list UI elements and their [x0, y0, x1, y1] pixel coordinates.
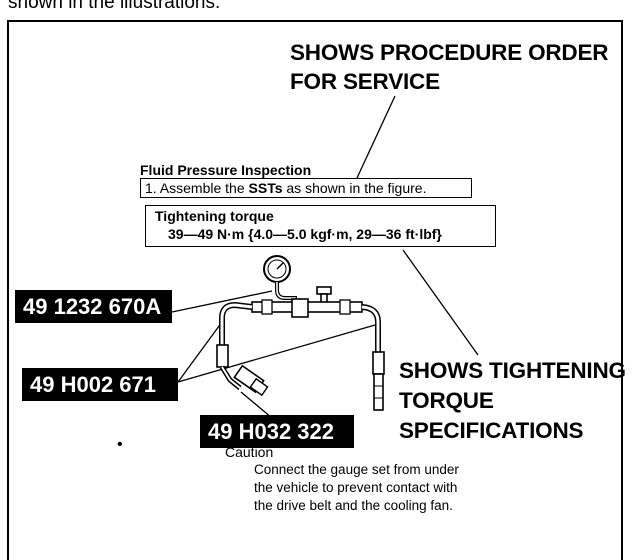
torque-leader-line: [402, 249, 479, 356]
part-label-322: 49 H032 322: [200, 415, 354, 448]
leader-322: [240, 391, 273, 419]
leader-671-b: [177, 324, 376, 383]
caution-line-3: the drive belt and the cooling fan.: [254, 498, 453, 513]
leader-670a: [171, 290, 273, 313]
torque-callout-line-2: TORQUE: [399, 388, 494, 413]
right-fitting: [372, 351, 385, 375]
right-connector: [373, 373, 384, 411]
step-prefix: 1. Assemble the: [145, 180, 249, 196]
part-label-670a: 49 1232 670A: [15, 290, 172, 323]
torque-callout-line-3: SPECIFICATIONS: [399, 418, 584, 443]
pressure-gauge-icon: [263, 255, 297, 306]
procedure-order-line-2: FOR SERVICE: [290, 69, 440, 94]
procedure-order-callout: SHOWS PROCEDURE ORDER FOR SERVICE: [290, 38, 609, 96]
illustration-frame: [7, 20, 623, 560]
leader-671-a: [177, 321, 223, 383]
procedure-order-line-1: SHOWS PROCEDURE ORDER: [290, 40, 609, 65]
gauge-set-diagram: [171, 95, 479, 419]
inspection-heading: Fluid Pressure Inspection: [140, 162, 312, 178]
torque-value: 39—49 N·m {4.0—5.0 kgf·m, 29—36 ft·lbf}: [168, 226, 442, 242]
caution-body: Connect the gauge set from under the veh…: [254, 461, 459, 515]
torque-callout: SHOWS TIGHTENING TORQUE SPECIFICATIONS: [399, 356, 626, 446]
torque-title: Tightening torque: [155, 208, 274, 224]
torque-box: Tightening torque 39—49 N·m {4.0—5.0 kgf…: [145, 205, 496, 247]
coupler-322: [233, 364, 269, 397]
caution-line-2: the vehicle to prevent contact with: [254, 480, 458, 495]
left-fitting: [216, 344, 229, 368]
valve-knob: [316, 286, 332, 305]
step-bold: SSTs: [248, 180, 283, 196]
manifold: [251, 298, 363, 318]
procedure-leader-line: [356, 95, 396, 179]
bullet-dot: •: [117, 436, 123, 453]
step-suffix: as shown in the figure.: [282, 180, 427, 196]
inspection-step: 1. Assemble the SSTs as shown in the fig…: [140, 178, 472, 198]
caution-line-1: Connect the gauge set from under: [254, 462, 459, 477]
caution-title: Caution: [225, 444, 274, 460]
intro-text: shown in the illustrations.: [8, 0, 221, 13]
torque-callout-line-1: SHOWS TIGHTENING: [399, 358, 626, 383]
part-label-671: 49 H002 671: [22, 368, 178, 401]
